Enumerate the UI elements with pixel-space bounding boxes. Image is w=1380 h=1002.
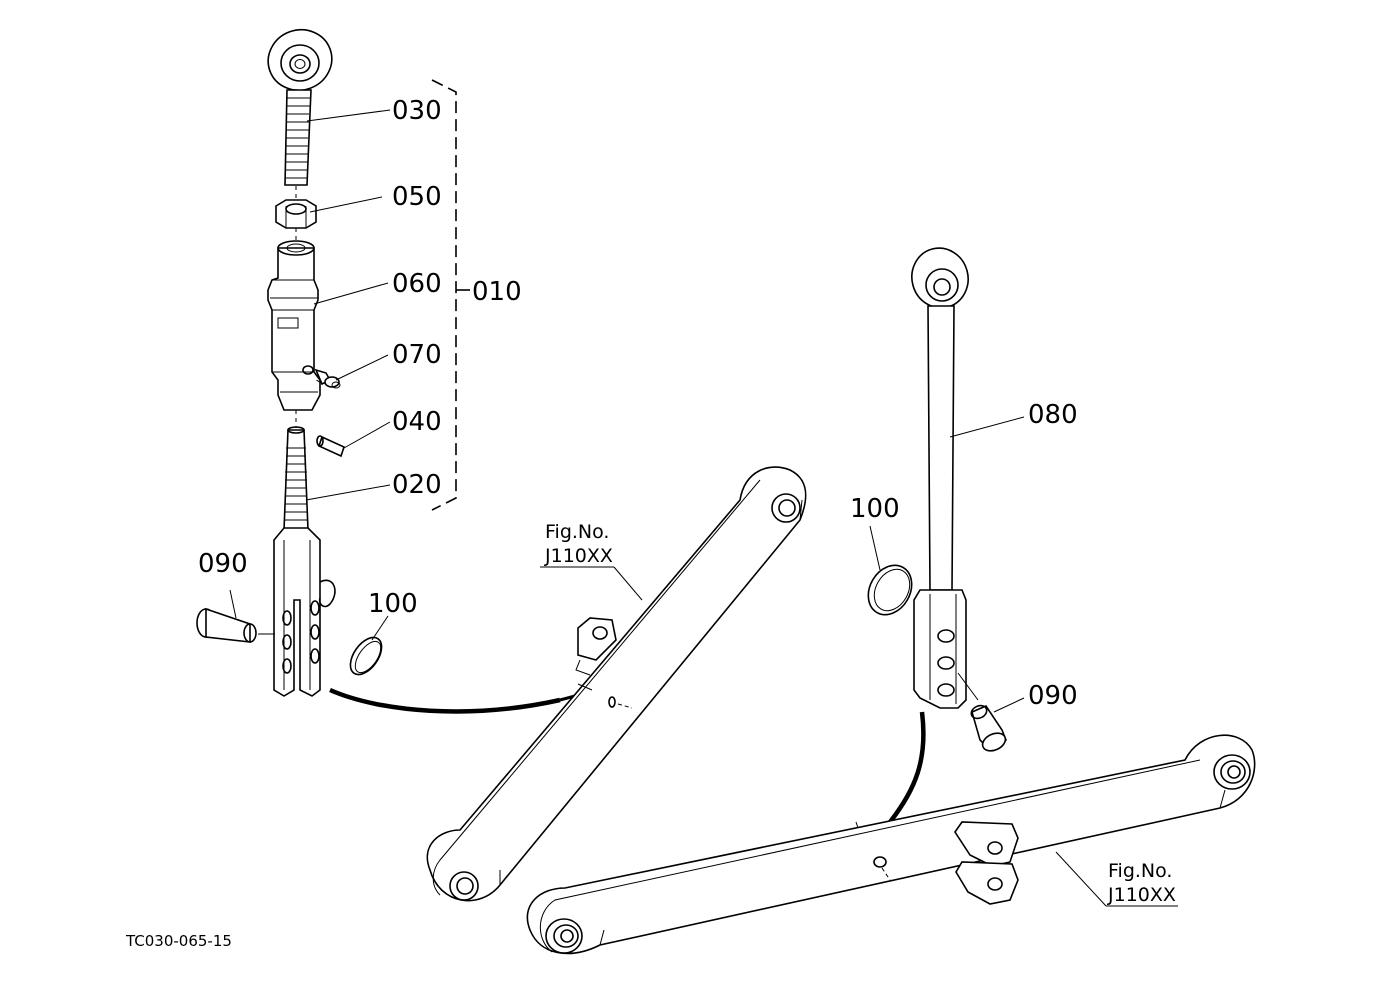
ball-joint-eye <box>267 28 333 92</box>
callout-050: 050 <box>392 182 442 212</box>
leader-lines-right <box>869 416 1025 713</box>
snap-ring-left <box>349 636 383 676</box>
lower-link-arm-right <box>526 734 1256 955</box>
callout-080: 080 <box>1028 400 1078 430</box>
callout-labels: 030 050 060 070 040 020 010 090 100 080 … <box>198 96 1078 711</box>
top-link-assembly <box>196 28 383 697</box>
clevis-pin-left <box>196 607 275 643</box>
callout-100-right: 100 <box>850 494 900 524</box>
install-arrow-left <box>329 687 576 714</box>
figure-reference-right: Fig.No. J110XX <box>1107 860 1176 906</box>
lower-link-arm-left <box>426 466 807 902</box>
lift-rod-fixed <box>911 247 969 709</box>
ref-left-line2: J110XX <box>544 545 613 567</box>
callout-090-left: 090 <box>198 549 248 579</box>
drawing-number: TC030-065-15 <box>125 932 232 950</box>
callout-030: 030 <box>392 96 442 126</box>
callout-060: 060 <box>392 269 442 299</box>
callout-070: 070 <box>392 340 442 370</box>
snap-ring-right <box>867 564 913 616</box>
reference-leaders <box>540 566 1178 907</box>
callout-040: 040 <box>392 407 442 437</box>
grease-nipple <box>314 368 341 389</box>
threaded-rod-lower <box>283 426 309 531</box>
callout-090-right: 090 <box>1028 681 1078 711</box>
install-arrow-right <box>882 711 926 831</box>
adjuster-sleeve <box>267 240 321 411</box>
threaded-stud-upper <box>284 89 312 186</box>
ref-left-line1: Fig.No. <box>545 521 609 543</box>
ref-right-line2: J110XX <box>1107 884 1176 906</box>
lock-nut <box>275 199 317 229</box>
callout-020: 020 <box>392 470 442 500</box>
ref-right-line1: Fig.No. <box>1108 860 1172 882</box>
clevis-fork <box>273 527 336 697</box>
callout-010: 010 <box>472 277 522 307</box>
figure-reference-left: Fig.No. J110XX <box>544 521 613 567</box>
callout-100-left: 100 <box>368 589 418 619</box>
roll-pin <box>316 435 345 458</box>
clevis-pin-right <box>970 704 1007 752</box>
assembly-bracket-010 <box>431 79 470 511</box>
leader-lines-left <box>229 109 391 641</box>
